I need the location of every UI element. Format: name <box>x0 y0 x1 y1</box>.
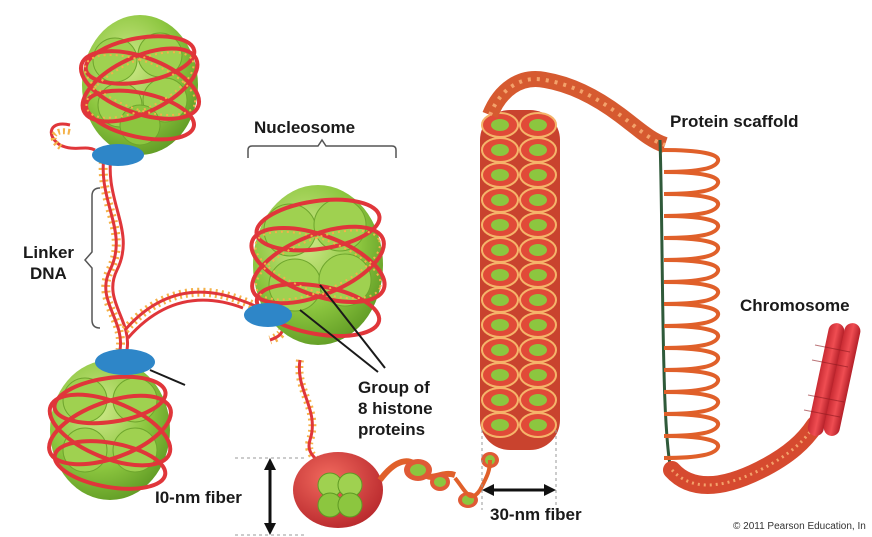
linker-histone-center <box>244 303 292 327</box>
coil-core <box>491 419 509 431</box>
coil-core <box>491 369 509 381</box>
coil-core <box>529 394 547 406</box>
fiber-30nm-arrow <box>482 484 556 496</box>
protein-scaffold-label: Protein scaffold <box>670 112 798 132</box>
nucleosome-label: Nucleosome <box>254 118 355 138</box>
coil-core <box>529 294 547 306</box>
coil-core <box>529 344 547 356</box>
coil-core <box>529 169 547 181</box>
fiber-10nm-arrow <box>264 458 276 535</box>
coil-core <box>529 144 547 156</box>
nucleosome-center <box>242 185 394 372</box>
coil-core <box>529 369 547 381</box>
scaffold-loops <box>662 150 718 458</box>
nucleosome-top <box>72 15 208 166</box>
fiber-10nm-label: I0-nm fiber <box>155 488 242 508</box>
coil-core <box>491 119 509 131</box>
copyright-notice: © 2011 Pearson Education, In <box>733 521 866 532</box>
nucleosome-bottom <box>40 349 185 500</box>
histone-label-line2: 8 histone <box>358 399 433 419</box>
coil-core <box>491 319 509 331</box>
nucleosome-bracket <box>248 140 396 158</box>
coil-core <box>529 119 547 131</box>
coil-core <box>529 319 547 331</box>
coil-core <box>529 194 547 206</box>
coil-core <box>491 344 509 356</box>
coil-core <box>491 194 509 206</box>
coil-core <box>529 419 547 431</box>
fiber-30nm-column <box>480 79 665 450</box>
coil-core <box>491 269 509 281</box>
scaffold-loop-path <box>662 150 718 458</box>
chromosome-figure <box>804 322 862 438</box>
fiber-10nm-beads <box>293 452 499 528</box>
linker-dna-label-line2: DNA <box>30 264 67 284</box>
linker-histone-top <box>92 144 144 166</box>
coil-core <box>491 394 509 406</box>
coil-core <box>491 219 509 231</box>
coil-core <box>529 219 547 231</box>
coil-core <box>529 244 547 256</box>
histone-label-line1: Group of <box>358 378 430 398</box>
histone-label-line3: proteins <box>358 420 425 440</box>
linker-dna-bracket <box>85 188 100 328</box>
linker-dna-label-line1: Linker <box>23 243 74 263</box>
coil-core <box>491 244 509 256</box>
coil-core <box>491 144 509 156</box>
coil-core <box>491 169 509 181</box>
protein-scaffold-line <box>660 140 672 475</box>
coil-core <box>491 294 509 306</box>
linker-histone-bottom <box>95 349 155 375</box>
chromosome-label: Chromosome <box>740 296 850 316</box>
coil-core <box>529 269 547 281</box>
fiber-30nm-label: 30-nm fiber <box>490 505 582 525</box>
